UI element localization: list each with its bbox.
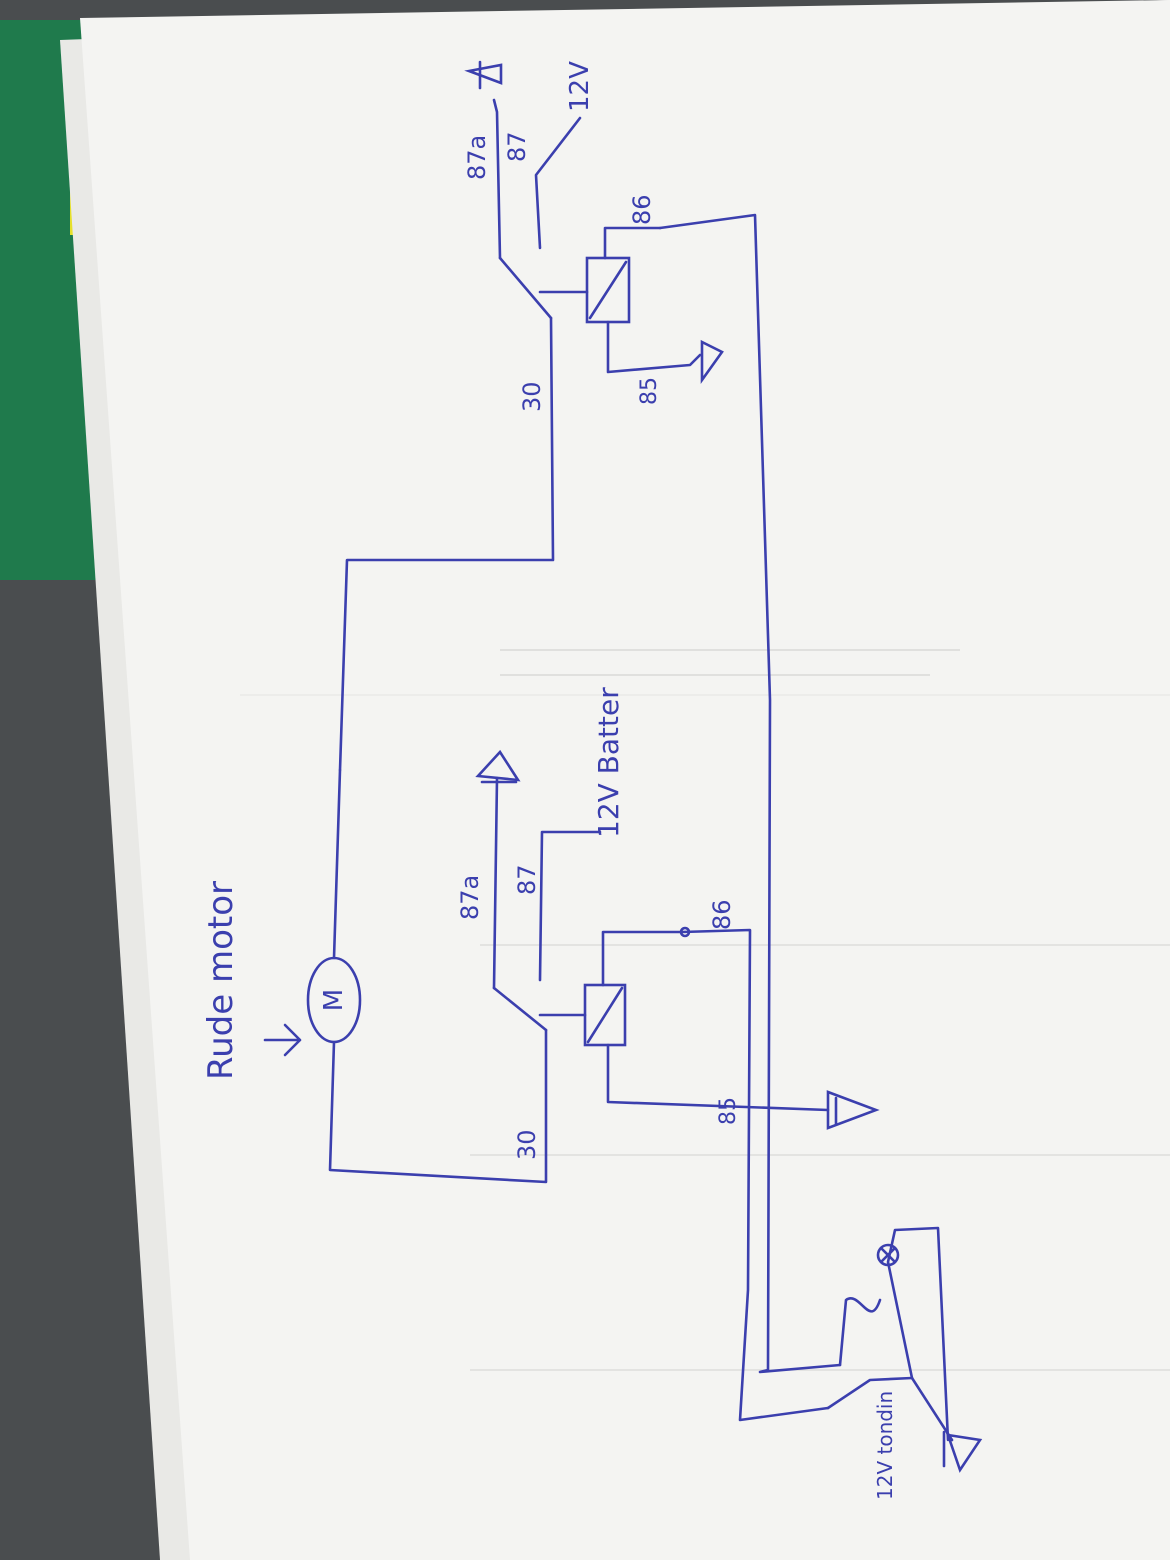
- lower-pin-87: 87: [513, 864, 541, 895]
- switch-input-label: 12V tondin: [873, 1391, 897, 1500]
- motor-symbol: M: [319, 989, 349, 1011]
- ground-icon-85-upper: [700, 339, 724, 385]
- show-through-print: [240, 649, 1170, 1371]
- switch-icon: [498, 256, 553, 320]
- lower-pin-86: 86: [708, 899, 736, 930]
- lower-pin-87a: 87a: [456, 875, 484, 920]
- motor: M: [263, 768, 548, 1184]
- upper-pin-85: 85: [637, 377, 662, 405]
- paper-sheet: [80, 0, 1170, 1560]
- upper-relay: [338, 60, 724, 772]
- ground-icon: [464, 60, 503, 90]
- upper-pin-87a: 87a: [463, 135, 491, 180]
- upper-supply: 12V: [565, 61, 595, 112]
- lower-pin-85: 85: [716, 1097, 741, 1125]
- lower-pin-30: 30: [513, 1129, 541, 1160]
- labels: Rude motor 87a 87 12V 86 85 30 87a 87 12…: [201, 61, 897, 1500]
- ground-icon-switch: [942, 1430, 983, 1473]
- switch-icon-lower: [492, 986, 548, 1032]
- upper-pin-30: 30: [518, 381, 546, 412]
- upper-pin-87: 87: [503, 131, 531, 162]
- lamp-icon: [876, 1243, 900, 1267]
- ground-icon-87a-lower: [475, 749, 521, 784]
- switch-wiring: [658, 213, 983, 1473]
- ground-icon-85-lower: [826, 1090, 880, 1130]
- lower-supply: 12V Batter: [592, 687, 625, 838]
- motor-pointer-arrow: [263, 1023, 302, 1057]
- upper-pin-86: 86: [628, 194, 656, 225]
- switch-icon-toggle: [838, 1297, 882, 1367]
- motor-title: Rude motor: [201, 881, 241, 1080]
- lower-relay: [475, 749, 880, 1130]
